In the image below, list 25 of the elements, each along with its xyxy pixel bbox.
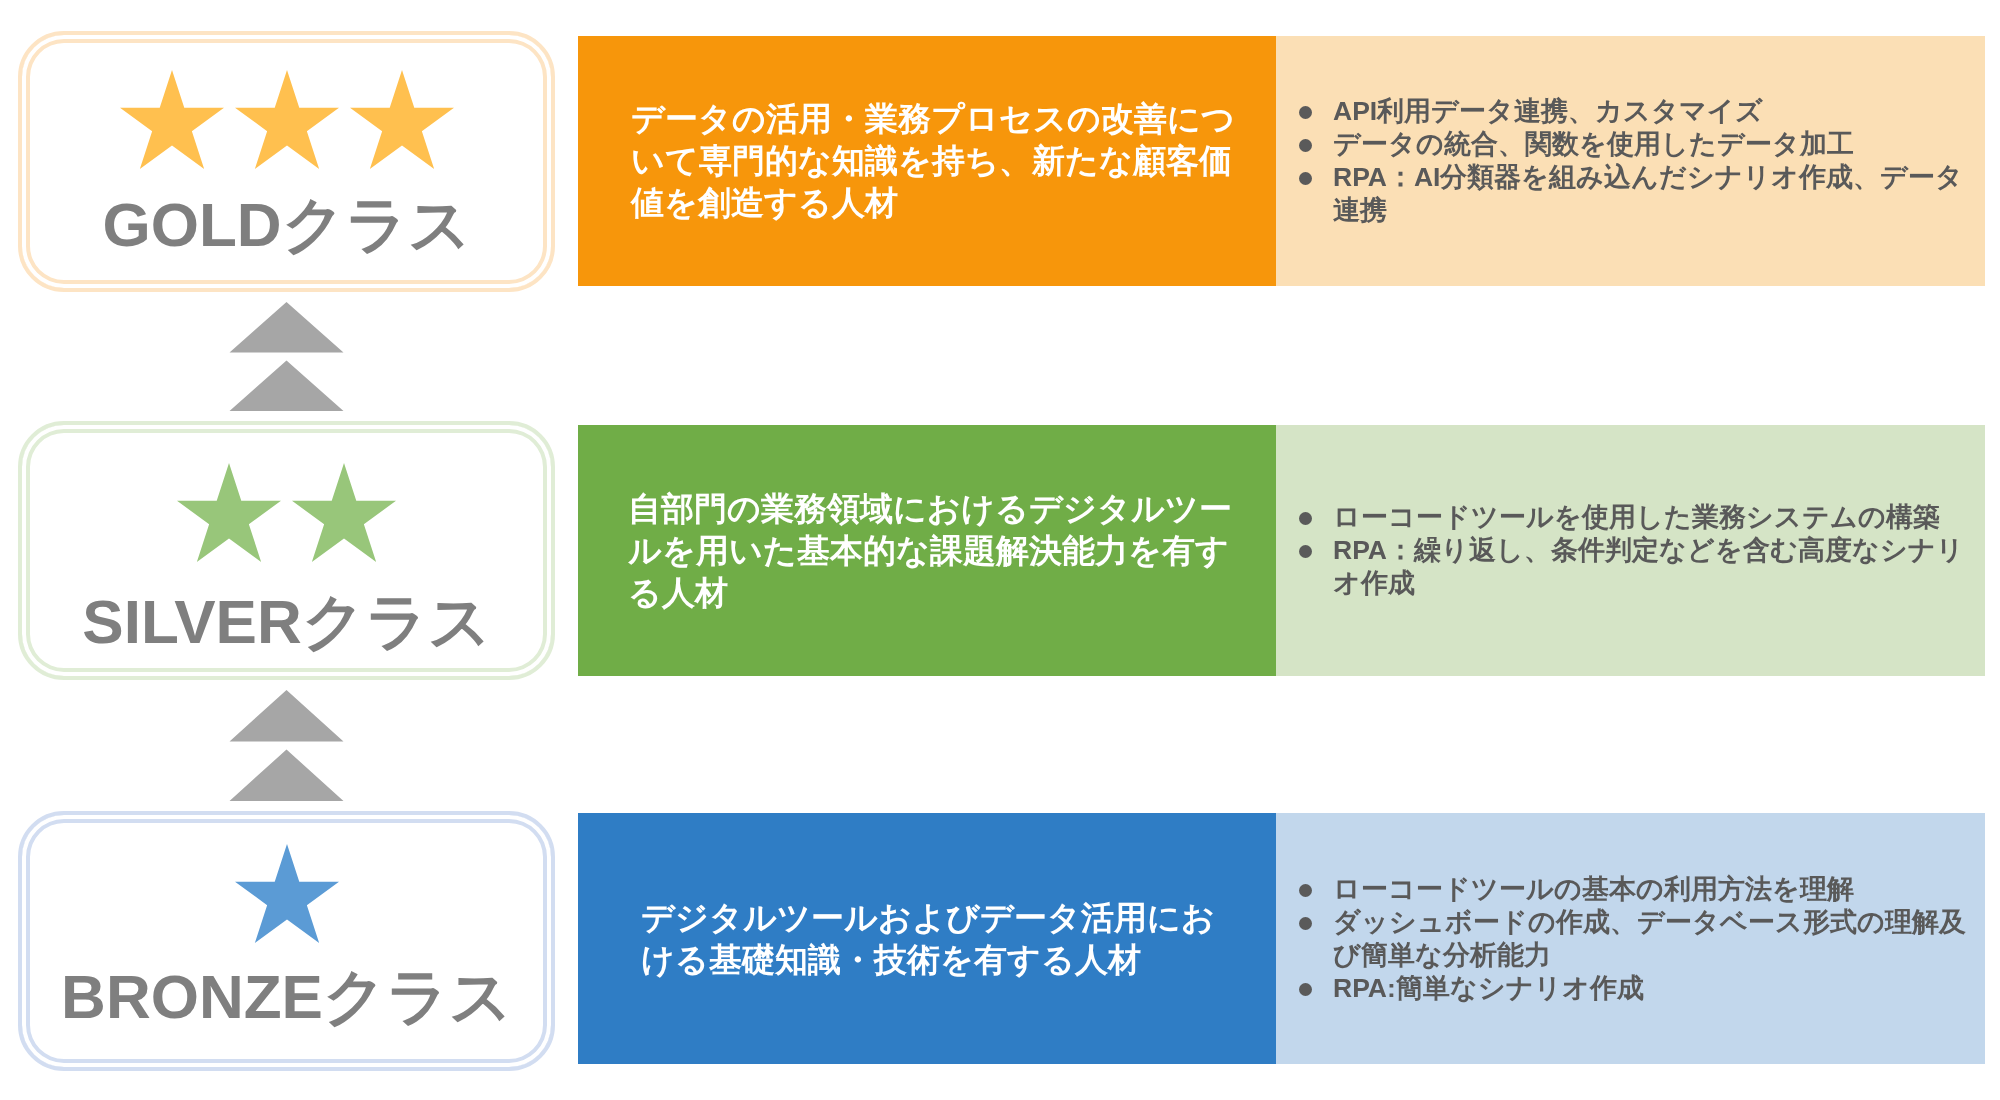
skills-panel: [1276, 813, 1985, 1064]
double-chevron-arrow: [229, 302, 344, 411]
class-card: [18, 811, 555, 1071]
description-text: データの活用・業務プロセスの改善について専門的な知識を持ち、新たな顧客価値を創造する人材: [631, 99, 1236, 223]
description-text: デジタルツールおよびデータ活用における基礎知識・技術を有する人材: [641, 897, 1216, 980]
class-card: [18, 31, 555, 292]
list-item-text: データの統合、関数を使用したデータ加工: [1333, 128, 1854, 161]
description-panel: [578, 813, 1276, 1064]
double-chevron-arrow: [229, 690, 344, 801]
list-item-text: API利用データ連携、カスタマイズ: [1333, 95, 1764, 128]
description-panel: [578, 425, 1276, 676]
description-panel: [578, 36, 1276, 286]
description-text: 自部門の業務領域におけるデジタルツールを用いた基本的な課題解決能力を有する人材: [628, 488, 1233, 613]
list-item-text: RPA：AI分類器を組み込んだシナリオ作成、データ連携: [1333, 161, 1965, 227]
skills-panel: [1276, 36, 1985, 286]
list-item-text: ダッシュボードの作成、データベース形式の理解及び簡単な分析能力: [1333, 905, 1967, 972]
list-item-text: ローコードツールを使用した業務システムの構築: [1333, 501, 1940, 534]
class-name: BRONZEクラス: [61, 961, 512, 1033]
list-item-text: RPA：繰り返し、条件判定などを含む高度なシナリオ作成: [1333, 534, 1965, 600]
class-name: GOLDクラス: [102, 189, 471, 261]
skills-panel: [1276, 425, 1985, 676]
list-item-text: RPA:簡単なシナリオ作成: [1333, 971, 1644, 1005]
class-name: SILVERクラス: [82, 586, 491, 658]
list-item-text: ローコードツールの基本の利用方法を理解: [1333, 872, 1854, 906]
class-card: [18, 421, 555, 680]
